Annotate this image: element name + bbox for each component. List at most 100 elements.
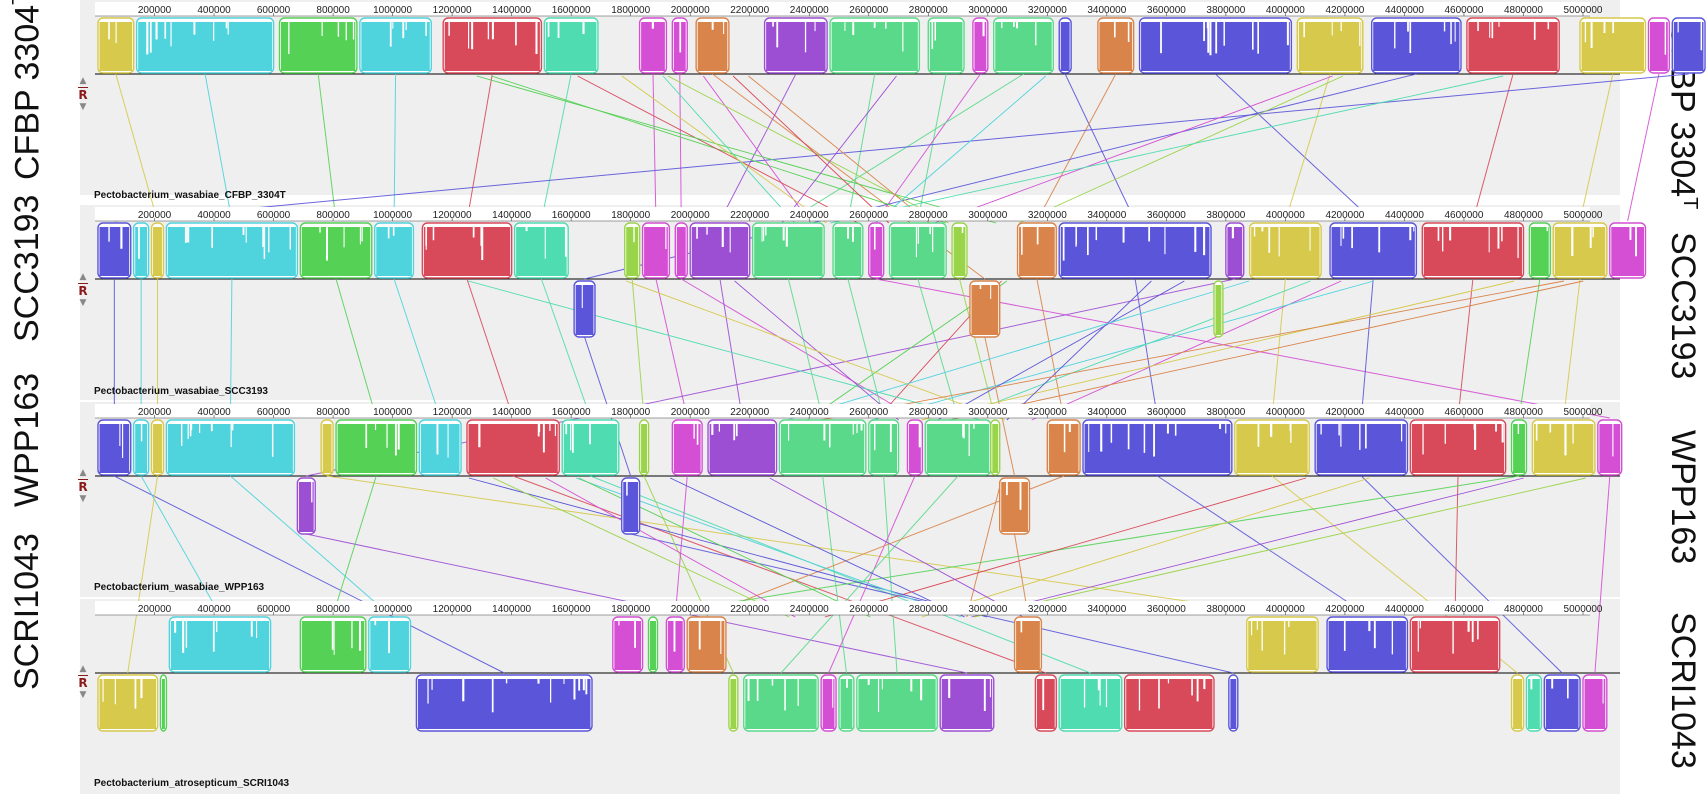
lcb-block[interactable] xyxy=(165,419,296,476)
lcb-block[interactable] xyxy=(1016,222,1057,279)
lcb-block[interactable] xyxy=(1371,17,1462,74)
lcb-block[interactable] xyxy=(743,674,819,732)
lcb-block[interactable] xyxy=(1647,17,1671,74)
lcb-block[interactable] xyxy=(751,222,825,279)
lcb-block[interactable] xyxy=(335,419,418,476)
lcb-block[interactable] xyxy=(695,17,730,74)
lcb-block[interactable] xyxy=(990,419,1001,476)
lcb-block[interactable] xyxy=(135,17,275,74)
lcb-block[interactable] xyxy=(832,222,864,279)
lcb-block[interactable] xyxy=(1609,222,1647,279)
lcb-block[interactable] xyxy=(1248,222,1322,279)
lcb-block[interactable] xyxy=(1314,419,1409,476)
lcb-block[interactable] xyxy=(641,222,671,279)
lcb-block[interactable] xyxy=(1329,222,1418,279)
lcb-block[interactable] xyxy=(647,616,659,673)
lcb-block[interactable] xyxy=(543,17,599,74)
lcb-block[interactable] xyxy=(1013,616,1043,673)
lcb-block[interactable] xyxy=(665,616,685,673)
lcb-block[interactable] xyxy=(927,17,965,74)
lcb-block[interactable] xyxy=(296,477,316,535)
lcb-block[interactable] xyxy=(638,419,650,476)
lcb-block[interactable] xyxy=(868,222,885,279)
lcb-block[interactable] xyxy=(150,419,165,476)
lcb-block[interactable] xyxy=(513,222,569,279)
lcb-block[interactable] xyxy=(1543,674,1581,732)
lcb-block[interactable] xyxy=(97,222,132,279)
reverse-button[interactable]: R xyxy=(78,87,88,102)
lcb-block[interactable] xyxy=(1225,222,1245,279)
lcb-block[interactable] xyxy=(686,616,727,673)
lcb-block[interactable] xyxy=(1409,616,1501,673)
lcb-block[interactable] xyxy=(1466,17,1560,74)
lcb-block[interactable] xyxy=(442,17,543,74)
lcb-block[interactable] xyxy=(951,222,968,279)
lcb-block[interactable] xyxy=(671,419,703,476)
lcb-block[interactable] xyxy=(1409,419,1507,476)
lcb-block[interactable] xyxy=(674,222,688,279)
lcb-block[interactable] xyxy=(624,222,641,279)
move-up-icon[interactable]: ▲ xyxy=(79,468,87,478)
lcb-block[interactable] xyxy=(888,222,947,279)
lcb-block[interactable] xyxy=(561,419,620,476)
lcb-block[interactable] xyxy=(707,419,778,476)
chevron-down-icon[interactable]: ▼ xyxy=(79,690,87,700)
lcb-block[interactable] xyxy=(838,674,855,732)
lcb-block[interactable] xyxy=(1510,674,1525,732)
lcb-block[interactable] xyxy=(278,17,358,74)
lcb-block[interactable] xyxy=(972,17,989,74)
lcb-block[interactable] xyxy=(368,616,412,673)
lcb-block[interactable] xyxy=(856,674,938,732)
move-up-icon[interactable]: ▲ xyxy=(79,76,87,86)
lcb-block[interactable] xyxy=(1246,616,1319,673)
lcb-block[interactable] xyxy=(689,222,751,279)
lcb-block[interactable] xyxy=(1552,222,1608,279)
lcb-block[interactable] xyxy=(1228,674,1239,732)
lcb-block[interactable] xyxy=(418,419,462,476)
lcb-block[interactable] xyxy=(132,419,150,476)
chevron-down-icon[interactable]: ▼ xyxy=(79,102,87,112)
lcb-block[interactable] xyxy=(993,17,1054,74)
lcb-block[interactable] xyxy=(168,616,272,673)
lcb-block[interactable] xyxy=(868,419,900,476)
lcb-block[interactable] xyxy=(1046,419,1081,476)
lcb-block[interactable] xyxy=(1582,674,1608,732)
lcb-block[interactable] xyxy=(1421,222,1525,279)
lcb-block[interactable] xyxy=(1058,674,1123,732)
lcb-block[interactable] xyxy=(159,674,168,732)
lcb-block[interactable] xyxy=(1213,280,1224,338)
lcb-block[interactable] xyxy=(1326,616,1409,673)
lcb-block[interactable] xyxy=(573,280,596,338)
reverse-button[interactable]: R xyxy=(78,283,88,298)
lcb-block[interactable] xyxy=(1058,17,1072,74)
reverse-button[interactable]: R xyxy=(78,479,88,494)
lcb-block[interactable] xyxy=(1296,17,1364,74)
lcb-block[interactable] xyxy=(1531,419,1596,476)
lcb-block[interactable] xyxy=(1528,222,1551,279)
lcb-block[interactable] xyxy=(671,17,688,74)
lcb-block[interactable] xyxy=(778,419,867,476)
lcb-block[interactable] xyxy=(132,222,150,279)
lcb-block[interactable] xyxy=(1034,674,1057,732)
lcb-block[interactable] xyxy=(1082,419,1233,476)
lcb-block[interactable] xyxy=(1597,419,1623,476)
lcb-block[interactable] xyxy=(638,17,668,74)
lcb-block[interactable] xyxy=(466,419,560,476)
lcb-block[interactable] xyxy=(1510,419,1528,476)
chevron-down-icon[interactable]: ▼ xyxy=(79,494,87,504)
lcb-block[interactable] xyxy=(97,17,135,74)
lcb-block[interactable] xyxy=(421,222,513,279)
lcb-block[interactable] xyxy=(374,222,415,279)
reverse-button[interactable]: R xyxy=(78,675,88,690)
lcb-block[interactable] xyxy=(999,477,1031,535)
lcb-block[interactable] xyxy=(829,17,921,74)
lcb-block[interactable] xyxy=(359,17,432,74)
lcb-block[interactable] xyxy=(97,674,159,732)
lcb-block[interactable] xyxy=(1579,17,1647,74)
lcb-block[interactable] xyxy=(763,17,828,74)
lcb-block[interactable] xyxy=(415,674,593,732)
lcb-block[interactable] xyxy=(924,419,992,476)
lcb-block[interactable] xyxy=(299,616,367,673)
lcb-block[interactable] xyxy=(969,280,1001,338)
move-up-icon[interactable]: ▲ xyxy=(79,664,87,674)
